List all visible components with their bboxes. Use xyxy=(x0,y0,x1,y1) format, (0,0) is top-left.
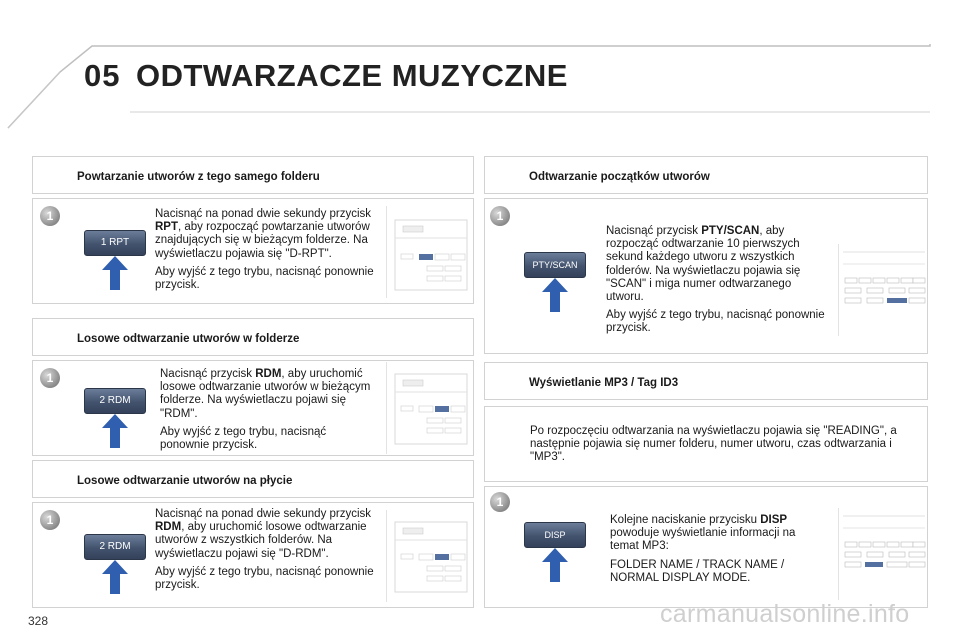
step-badge: 1 xyxy=(40,206,60,226)
pty-scan-button: PTY/SCAN xyxy=(524,252,586,278)
display-modes: FOLDER NAME / TRACK NAME / NORMAL DISPLA… xyxy=(610,558,785,584)
disp-button-illustration: DISP xyxy=(524,522,586,582)
rdm-button: 2 RDM xyxy=(84,388,146,414)
radio-panel-diagram xyxy=(386,206,470,298)
instruction-text: , aby rozpocząć powtarzanie utworów znaj… xyxy=(155,221,370,260)
instruction-text: , aby uruchomić losowe odtwarzanie utwor… xyxy=(160,368,371,420)
rpt-button-illustration: 1 RPT xyxy=(84,230,146,290)
instruction-text: , aby rozpocząć odtwarzanie 10 pierwszyc… xyxy=(606,225,801,304)
radio-panel-diagram xyxy=(838,508,926,600)
section-title-box-repeat: Powtarzanie utworów z tego samego folder… xyxy=(32,156,474,194)
button-keyword: PTY/SCAN xyxy=(701,225,760,237)
section-title-mp3: Wyświetlanie MP3 / Tag ID3 xyxy=(529,377,679,389)
button-keyword: DISP xyxy=(760,514,788,526)
radio-panel-image xyxy=(843,515,926,568)
arrow-up-icon xyxy=(542,548,568,582)
instruction-text: Nacisnąć przycisk xyxy=(606,225,702,237)
radio-panel-diagram xyxy=(386,510,470,602)
radio-panel-image xyxy=(394,521,468,593)
exit-instruction: Aby wyjść z tego trybu, nacisnąć ponowni… xyxy=(155,565,374,592)
scan-instructions: Nacisnąć przycisk PTY/SCAN, aby rozpoczą… xyxy=(606,225,828,341)
instruction-text: Nacisnąć przycisk xyxy=(160,368,256,380)
instruction-text: powoduje wyświetlanie informacji na tema… xyxy=(610,527,796,553)
mp3-info-text: Po rozpoczęciu odtwarzania na wyświetlac… xyxy=(530,425,897,464)
rdm-button-illustration: 2 RDM xyxy=(84,534,146,594)
folder-random-instructions: Nacisnąć przycisk RDM, aby uruchomić los… xyxy=(160,368,372,457)
page-number: 328 xyxy=(28,614,49,628)
step-badge: 1 xyxy=(40,368,60,388)
instruction-text: Kolejne naciskanie przycisku xyxy=(610,514,761,526)
section-title-box-disc-random: Losowe odtwarzanie utworów na płycie xyxy=(32,460,474,498)
radio-panel-diagram xyxy=(838,244,926,336)
disp-instructions: Kolejne naciskanie przycisku DISP powodu… xyxy=(610,514,826,590)
arrow-up-icon xyxy=(102,560,128,594)
section-title-repeat: Powtarzanie utworów z tego samego folder… xyxy=(77,171,320,183)
disp-button: DISP xyxy=(524,522,586,548)
radio-panel-diagram xyxy=(386,362,470,454)
exit-instruction: Aby wyjść z tego trybu, nacisnąć ponowni… xyxy=(160,425,327,452)
section-title-folder-random: Losowe odtwarzanie utworów w folderze xyxy=(77,333,300,345)
step-badge: 1 xyxy=(490,206,510,226)
button-keyword: RPT xyxy=(155,221,178,234)
watermark: carmanualsonline.info xyxy=(660,600,910,628)
button-keyword: RDM xyxy=(255,368,282,380)
section-title-box-mp3: Wyświetlanie MP3 / Tag ID3 xyxy=(484,362,928,400)
section-body-mp3-info xyxy=(484,406,928,482)
repeat-instructions: Nacisnąć na ponad dwie sekundy przycisk … xyxy=(155,208,377,297)
rpt-button: 1 RPT xyxy=(84,230,146,256)
pty-scan-button-illustration: PTY/SCAN xyxy=(524,252,586,312)
section-title-scan: Odtwarzanie początków utworów xyxy=(529,171,710,183)
rdm-button: 2 RDM xyxy=(84,534,146,560)
rdm-button-illustration: 2 RDM xyxy=(84,388,146,448)
exit-instruction: Aby wyjść z tego trybu, nacisnąć ponowni… xyxy=(155,265,374,292)
exit-instruction: Aby wyjść z tego trybu, nacisnąć ponowni… xyxy=(606,309,825,335)
step-badge: 1 xyxy=(490,492,510,512)
button-keyword: RDM xyxy=(155,521,182,534)
step-badge: 1 xyxy=(40,510,60,530)
arrow-up-icon xyxy=(102,256,128,290)
instruction-text: Nacisnąć na ponad dwie sekundy przycisk xyxy=(155,208,372,220)
disc-random-instructions: Nacisnąć na ponad dwie sekundy przycisk … xyxy=(155,508,377,597)
section-title-box-scan: Odtwarzanie początków utworów xyxy=(484,156,928,194)
chapter-number: 05 xyxy=(84,58,121,93)
radio-panel-image xyxy=(394,373,468,445)
instruction-text: Nacisnąć na ponad dwie sekundy przycisk xyxy=(155,508,372,520)
arrow-up-icon xyxy=(102,414,128,448)
section-title-disc-random: Losowe odtwarzanie utworów na płycie xyxy=(77,475,293,487)
arrow-up-icon xyxy=(542,278,568,312)
radio-panel-image xyxy=(394,219,468,291)
chapter-title: ODTWARZACZE MUZYCZNE xyxy=(136,58,568,93)
instruction-text: , aby uruchomić losowe odtwarzanie utwor… xyxy=(155,521,367,560)
section-title-box-folder-random: Losowe odtwarzanie utworów w folderze xyxy=(32,318,474,356)
radio-panel-image xyxy=(843,251,926,304)
header-decoration xyxy=(7,44,931,129)
